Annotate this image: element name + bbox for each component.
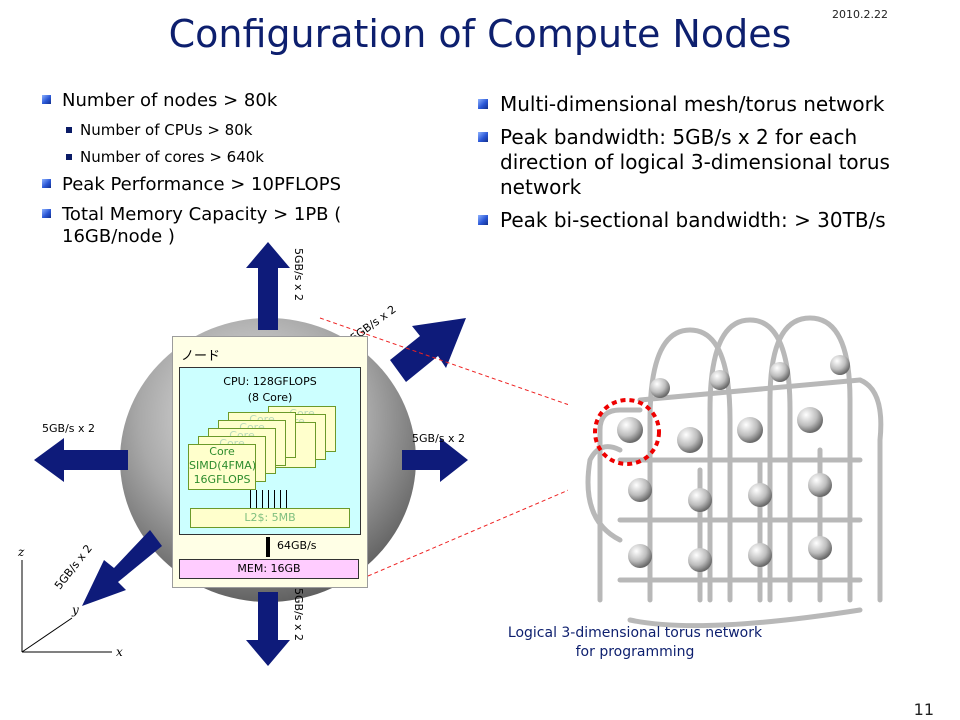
core-simd-label: SIMD(4FMA)	[189, 459, 257, 472]
bullet-item: Peak bandwidth: 5GB/s x 2 for each direc…	[478, 125, 928, 200]
arrow-upper-right-icon	[390, 318, 466, 382]
torus-network-image	[568, 314, 890, 638]
square-bullet-icon	[66, 154, 72, 160]
bullet-item: Number of nodes > 80k	[42, 90, 402, 112]
zoom-line-top	[319, 317, 619, 423]
arrow-right-icon	[402, 438, 468, 482]
arrow-left-icon	[34, 438, 128, 482]
bullet-icon	[42, 95, 51, 104]
slide-title: Configuration of Compute Nodes	[168, 12, 792, 56]
node-label: ノード	[181, 349, 221, 364]
axis-z-label: z	[17, 545, 25, 559]
left-bullet-list: Number of nodes > 80k Number of CPUs > 8…	[42, 90, 402, 256]
memory-link	[266, 537, 270, 557]
bullet-item: Peak bi-sectional bandwidth: > 30TB/s	[478, 208, 928, 233]
bullet-item: Multi-dimensional mesh/torus network	[478, 92, 928, 117]
bullet-icon	[42, 209, 51, 218]
square-bullet-icon	[66, 127, 72, 133]
core-l2-connectors	[250, 490, 290, 508]
sub-bullet-item: Number of cores > 640k	[42, 147, 402, 167]
core-label: Core	[209, 445, 235, 458]
sub-bullet-item: Number of CPUs > 80k	[42, 120, 402, 140]
link-arrows	[34, 242, 468, 666]
arrow-up-icon	[246, 242, 290, 330]
cpu-box: CPU: 128GFLOPS (8 Core) Core Core Core C…	[179, 367, 361, 535]
bullet-item: Total Memory Capacity > 1PB ( 16GB/node …	[42, 204, 362, 248]
cpu-performance-label: CPU: 128GFLOPS	[223, 375, 317, 388]
axis-x-label: x	[116, 645, 123, 659]
highlight-node-circle	[593, 398, 661, 466]
torus-caption: Logical 3-dimensional torus network for …	[507, 625, 763, 660]
axis-y-label: y	[71, 603, 79, 617]
y-axis	[21, 617, 73, 653]
arrow-lower-left-icon	[82, 530, 162, 606]
page-number: 11	[913, 700, 934, 719]
link-label-up: 5GB/s x 2	[292, 248, 305, 302]
cpu-core-count-label: (8 Core)	[247, 391, 293, 404]
link-label-right: 5GB/s x 2	[412, 432, 466, 445]
l2-cache-box: L2$: 5MB	[190, 508, 350, 528]
link-label-down: 5GB/s x 2	[292, 588, 305, 642]
zoom-line-bottom	[367, 467, 621, 577]
bullet-icon	[478, 132, 488, 142]
slide-date: 2010.2.22	[832, 8, 888, 21]
bullet-icon	[478, 215, 488, 225]
right-bullet-list: Multi-dimensional mesh/torus network Pea…	[478, 92, 928, 241]
core-flops-label: 16GFLOPS	[193, 473, 251, 486]
bullet-item: Peak Performance > 10PFLOPS	[42, 174, 402, 196]
arrow-down-icon	[246, 592, 290, 666]
bullet-icon	[42, 179, 51, 188]
compute-node-box: ノード CPU: 128GFLOPS (8 Core) Core Core Co…	[172, 336, 368, 588]
core-box-front: Core SIMD(4FMA) 16GFLOPS	[188, 444, 256, 490]
axes	[21, 560, 112, 653]
memory-box: MEM: 16GB	[179, 559, 359, 579]
cpu-title: CPU: 128GFLOPS (8 Core)	[180, 374, 360, 406]
bullet-icon	[478, 99, 488, 109]
link-label-left: 5GB/s x 2	[42, 422, 96, 435]
memory-bandwidth-label: 64GB/s	[277, 539, 317, 552]
torus-nodes	[617, 355, 850, 572]
